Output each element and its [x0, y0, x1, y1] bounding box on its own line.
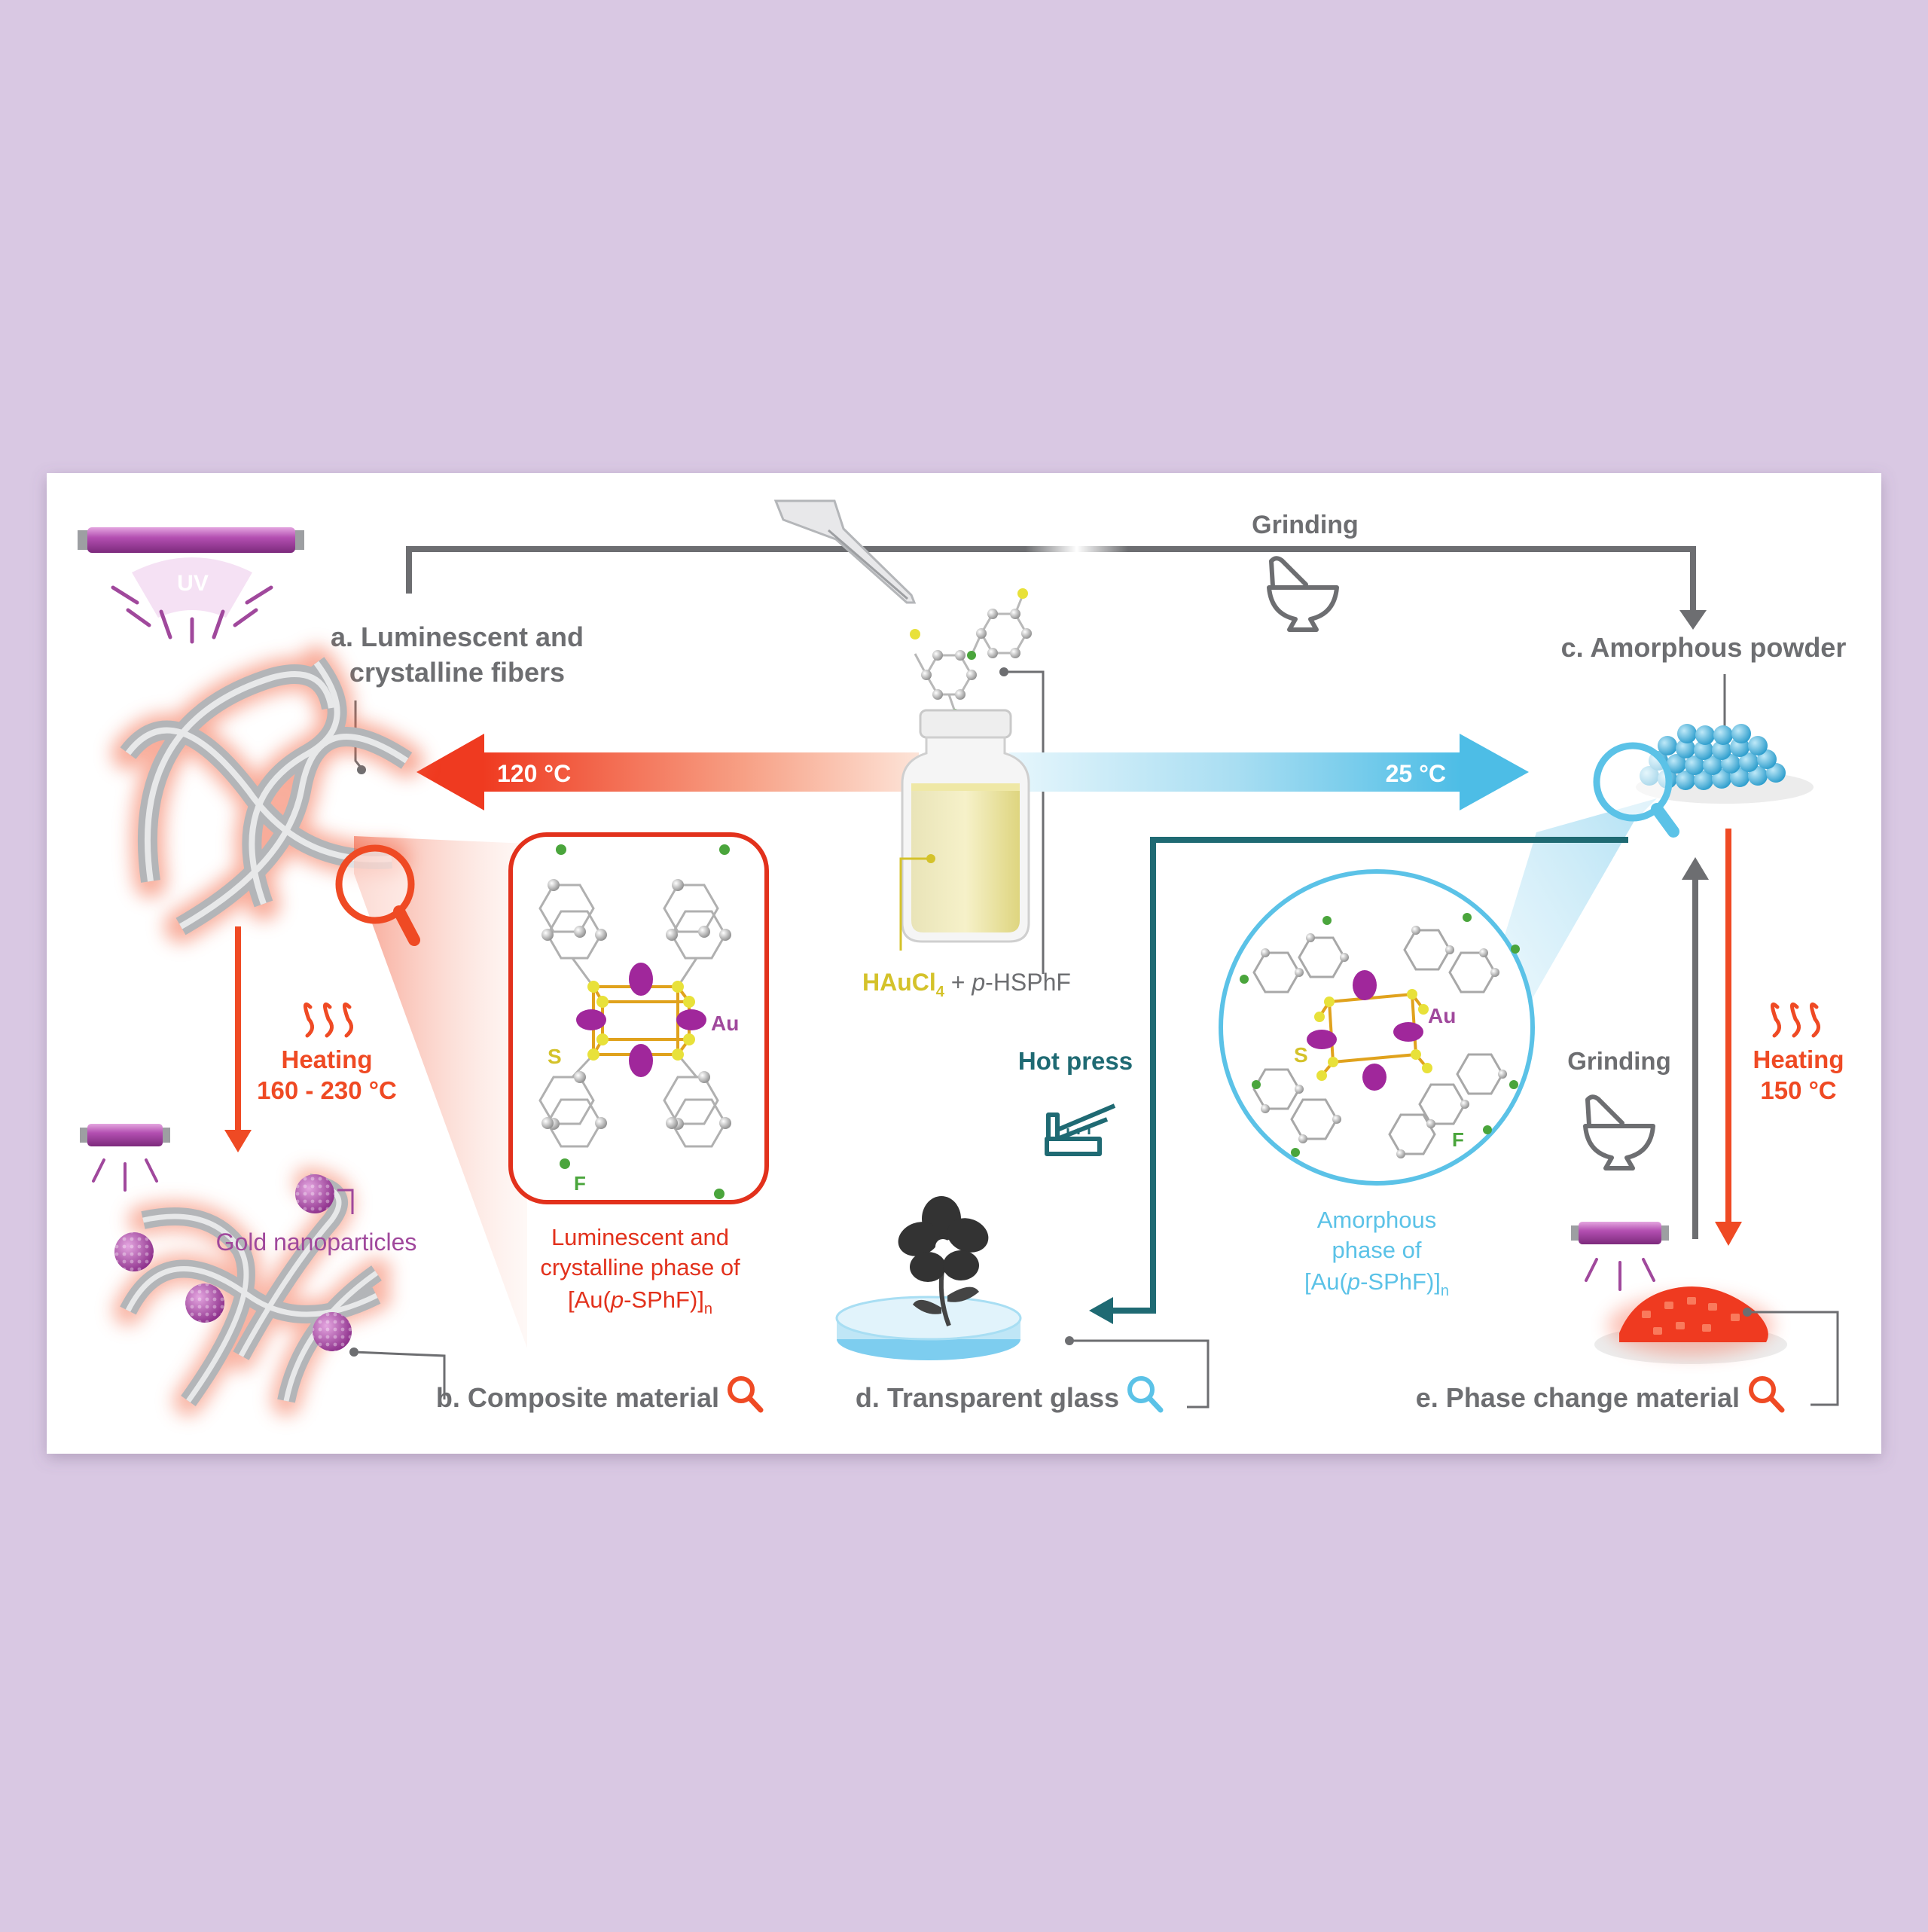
- heating-left-range: 160 - 230 °C: [257, 1076, 397, 1104]
- crystalline-formula-a: [Au(: [568, 1286, 612, 1313]
- amorphous-formula-a: [Au(: [1304, 1268, 1348, 1295]
- gold-nanoparticles-icon: [114, 1174, 352, 1351]
- reagent-plus: +: [944, 969, 972, 996]
- heating-arrow-left: [224, 926, 252, 1152]
- phase-change-material: [1594, 1286, 1787, 1364]
- temp-left-label: 120 °C: [497, 760, 571, 787]
- magnifier-icon-cold: [1431, 742, 1679, 1175]
- heating-left-label: Heating: [281, 1045, 372, 1073]
- amorphous-formula-sub: n: [1441, 1283, 1449, 1299]
- crystalline-phase-panel: [508, 832, 769, 1204]
- mortar-pestle-icon-right: [1583, 1094, 1655, 1170]
- hot-press-label: Hot press: [1018, 1047, 1133, 1075]
- amorphous-phase-panel: [1219, 869, 1535, 1186]
- reagent-ligand: -HSPhF: [985, 969, 1071, 996]
- phase-change-pointer-dot: [1743, 1308, 1752, 1317]
- grinding-arrow-right: [1682, 857, 1709, 1239]
- ligand-molecule: [910, 588, 1032, 719]
- amorphous-line1: Amorphous: [1317, 1207, 1437, 1233]
- gold-pointer: [899, 857, 931, 951]
- label-a-line1: a. Luminescent and: [331, 621, 584, 652]
- pipette-icon: [773, 499, 917, 604]
- magnifier-icon-d[interactable]: [1127, 1376, 1164, 1413]
- atom-f-right: F: [1452, 1128, 1464, 1151]
- magnifier-icon-hot: [335, 836, 527, 1348]
- temp-right-label: 25 °C: [1386, 760, 1446, 787]
- uv-lamp-right: [1571, 1222, 1669, 1291]
- label-d: d. Transparent glass: [856, 1382, 1119, 1413]
- composite-pointer: [353, 1351, 446, 1399]
- hot-press-icon: [1045, 1103, 1116, 1156]
- grinding-right-label: Grinding: [1567, 1047, 1670, 1075]
- label-a-line2: crystalline fibers: [349, 657, 565, 688]
- amorphous-formula-b: -SPhF)]: [1360, 1268, 1441, 1295]
- crystalline-line2: crystalline phase of: [540, 1254, 740, 1280]
- crystalline-formula-b: -SPhF)]: [624, 1286, 704, 1313]
- amorphous-line2: phase of: [1332, 1237, 1422, 1263]
- atom-s-right: S: [1294, 1043, 1308, 1067]
- grinding-top-label: Grinding: [1252, 511, 1359, 539]
- reagent-ligand-italic: p: [971, 969, 985, 996]
- cold-temperature-arrow: [1009, 734, 1529, 810]
- magnifier-icon-e[interactable]: [1749, 1376, 1785, 1413]
- hot-temperature-arrow: [416, 734, 919, 810]
- reagent-label: HAuCl4 + p-HSPhF: [862, 969, 1071, 1000]
- gold-nanoparticles-label: Gold nanoparticles: [216, 1228, 417, 1256]
- heating-right-temp: 150 °C: [1760, 1076, 1836, 1104]
- transparent-glass: [835, 1296, 1022, 1360]
- uv-lamp-top: [78, 527, 304, 644]
- top-grinding-path: [406, 546, 1707, 630]
- flower-icon: [898, 1196, 989, 1327]
- atom-au-left: Au: [711, 1012, 739, 1035]
- crystalline-formula-p: p: [610, 1286, 624, 1313]
- gold-pointer-dot: [926, 854, 935, 863]
- nanoparticle-pointer: [337, 1189, 354, 1214]
- phase-change-pointer: [1747, 1311, 1839, 1406]
- reagent-gold-subscript: 4: [936, 984, 945, 1000]
- glass-pointer-dot: [1065, 1336, 1074, 1345]
- uv-label: UV: [177, 571, 209, 596]
- mortar-pestle-icon: [1267, 556, 1339, 632]
- heat-waves-icon-right: [1771, 1003, 1820, 1038]
- heat-waves-icon-left: [304, 1003, 353, 1038]
- fiber-pointer-dot: [357, 765, 366, 774]
- heating-arrow-right: [1715, 829, 1742, 1246]
- atom-s-left: S: [548, 1045, 562, 1068]
- amorphous-formula-p: p: [1347, 1268, 1360, 1295]
- magnifier-icon-b[interactable]: [728, 1376, 764, 1413]
- crystalline-formula: [Au(p-SPhF)]n: [568, 1286, 712, 1317]
- atom-f-left: F: [574, 1172, 586, 1195]
- label-e: e. Phase change material: [1416, 1382, 1740, 1413]
- glass-pointer: [1069, 1339, 1210, 1409]
- ligand-pointer-dot: [999, 667, 1008, 676]
- composite-fibers: [113, 1167, 392, 1416]
- amorphous-formula: [Au(p-SPhF)]n: [1304, 1268, 1449, 1299]
- crystalline-line1: Luminescent and: [551, 1224, 729, 1250]
- heating-right-label: Heating: [1753, 1045, 1844, 1073]
- hot-press-path: [1089, 837, 1628, 1324]
- label-c: c. Amorphous powder: [1561, 632, 1847, 663]
- atom-au-right: Au: [1428, 1004, 1456, 1027]
- vial-icon: [901, 709, 1030, 943]
- composite-pointer-dot: [349, 1348, 358, 1357]
- reagent-gold: HAuCl: [862, 969, 936, 996]
- crystalline-formula-sub: n: [704, 1301, 712, 1317]
- uv-lamp-left: [80, 1124, 170, 1192]
- ligand-pointer: [1004, 670, 1045, 974]
- luminescent-fibers: [111, 646, 423, 943]
- label-b: b. Composite material: [436, 1382, 719, 1413]
